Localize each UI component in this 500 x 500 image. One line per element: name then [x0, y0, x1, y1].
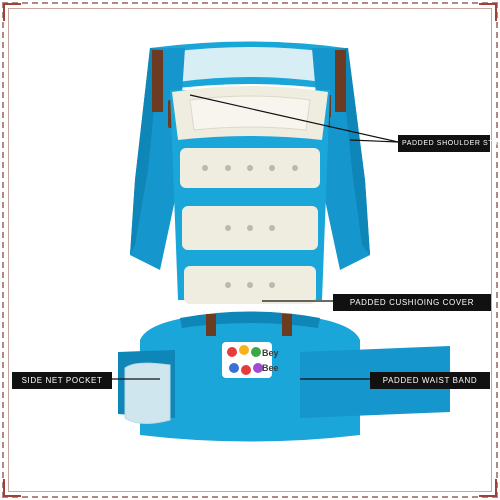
frame-corner-bottom-left — [3, 479, 21, 497]
callout-line-shoulder-strap-1 — [189, 94, 399, 143]
right-webbing — [335, 50, 346, 112]
label-padded-cushioning-cover: PADDED CUSHIOING COVER — [333, 294, 491, 311]
frame-corner-top-left — [3, 3, 21, 21]
frame-inner-border — [8, 8, 492, 492]
side-net-pocket — [124, 362, 171, 424]
logo-dots — [227, 345, 263, 375]
center-buckle-right — [282, 314, 292, 336]
right-shoulder-strap-edge — [340, 48, 370, 255]
logo-line-2: Bee — [262, 363, 279, 373]
frame-corner-top-right — [479, 3, 497, 21]
logo-line-1: Bey — [262, 348, 279, 358]
center-buckle-left — [206, 314, 216, 336]
left-webbing — [152, 50, 163, 112]
callout-line-shoulder-strap-2 — [349, 139, 399, 143]
headrest-pad — [189, 95, 311, 131]
frame-corner-bottom-right — [479, 479, 497, 497]
mesh-dots — [202, 165, 298, 288]
label-side-net-pocket: SIDE NET POCKET — [12, 372, 112, 389]
carrier-top-lining — [170, 47, 328, 82]
label-padded-shoulder-strap: PADDED SHOULDER STRAP — [398, 135, 500, 152]
label-padded-waist-band: PADDED WAIST BAND — [370, 372, 490, 389]
